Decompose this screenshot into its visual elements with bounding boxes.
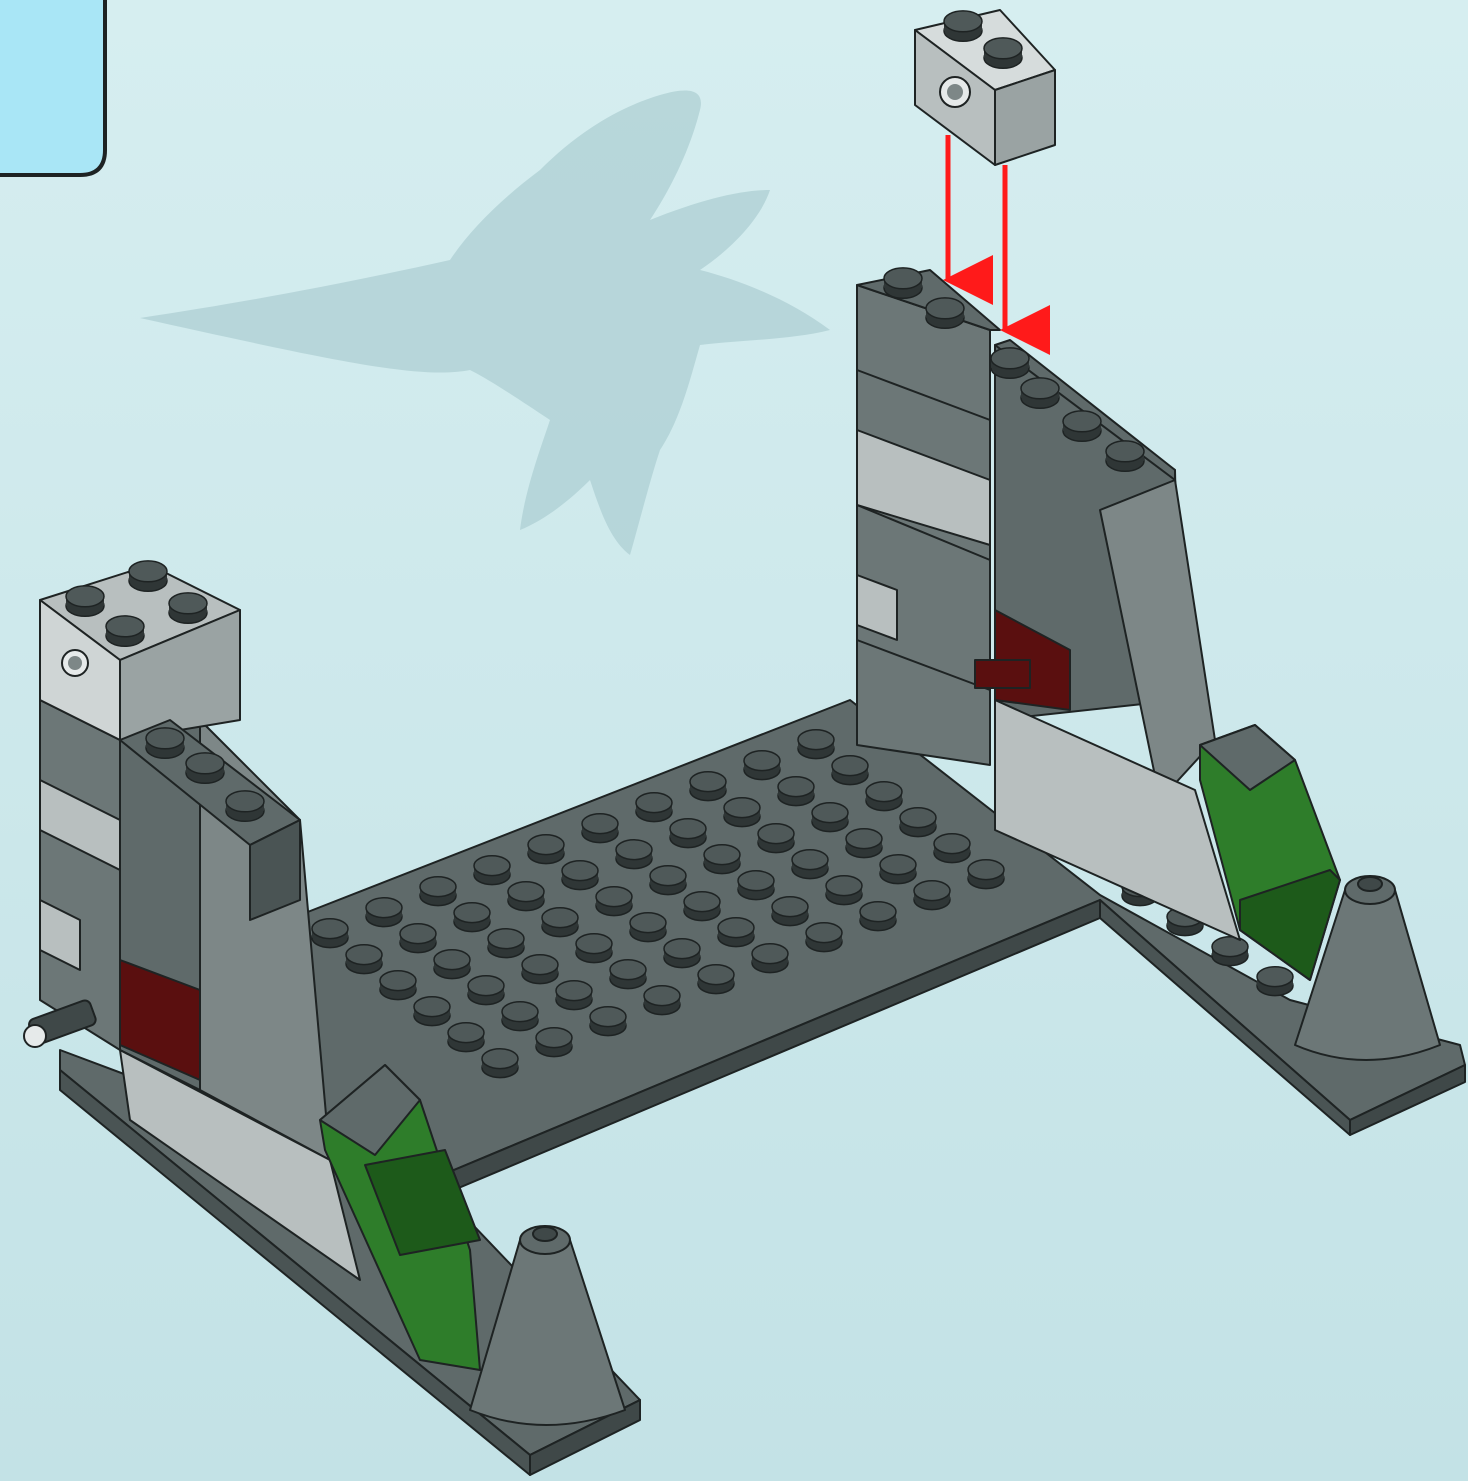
- stud: [616, 840, 652, 869]
- stud: [590, 1007, 626, 1036]
- stud: [752, 944, 788, 973]
- stud: [670, 819, 706, 848]
- stud: [900, 808, 936, 837]
- stud: [664, 939, 700, 968]
- stud: [106, 616, 144, 646]
- stud: [146, 728, 184, 758]
- stud: [738, 871, 774, 900]
- stud: [1063, 411, 1101, 441]
- stud: [934, 834, 970, 863]
- stud: [380, 971, 416, 1000]
- stud: [832, 756, 868, 785]
- stud: [1212, 937, 1248, 966]
- stud: [468, 976, 504, 1005]
- stud: [508, 882, 544, 911]
- stud: [650, 866, 686, 895]
- stud: [698, 965, 734, 994]
- stud: [1021, 378, 1059, 408]
- stud: [866, 782, 902, 811]
- stud: [846, 829, 882, 858]
- stud: [1257, 967, 1293, 996]
- stud: [420, 877, 456, 906]
- stud: [576, 934, 612, 963]
- stud: [169, 593, 207, 623]
- stud: [488, 929, 524, 958]
- stud: [610, 960, 646, 989]
- stud: [129, 561, 167, 591]
- stud: [884, 268, 922, 298]
- stud: [400, 924, 436, 953]
- stud: [582, 814, 618, 843]
- stud: [926, 298, 964, 328]
- stud: [434, 950, 470, 979]
- stud: [226, 791, 264, 821]
- stud: [914, 881, 950, 910]
- stud: [1106, 441, 1144, 471]
- stud: [366, 898, 402, 927]
- stud: [798, 730, 834, 759]
- stud: [880, 855, 916, 884]
- stud: [66, 586, 104, 616]
- stud: [718, 918, 754, 947]
- stud: [454, 903, 490, 932]
- stud: [556, 981, 592, 1010]
- stud: [542, 908, 578, 937]
- step-number-box: [0, 0, 105, 175]
- stud: [630, 913, 666, 942]
- stud: [474, 856, 510, 885]
- stud: [482, 1049, 518, 1078]
- stud: [690, 772, 726, 801]
- stud: [744, 751, 780, 780]
- stud: [984, 38, 1022, 68]
- stud: [644, 986, 680, 1015]
- stud: [448, 1023, 484, 1052]
- stud: [778, 777, 814, 806]
- stud: [772, 897, 808, 926]
- stud: [860, 902, 896, 931]
- stud: [636, 793, 672, 822]
- stud: [414, 997, 450, 1026]
- stud: [758, 824, 794, 853]
- stud: [346, 945, 382, 974]
- stud: [792, 850, 828, 879]
- stud: [522, 955, 558, 984]
- stud: [562, 861, 598, 890]
- stud: [991, 348, 1029, 378]
- stud: [596, 887, 632, 916]
- stud: [186, 753, 224, 783]
- stud: [968, 860, 1004, 889]
- stud: [944, 11, 982, 41]
- stud: [704, 845, 740, 874]
- stud: [536, 1028, 572, 1057]
- stud: [806, 923, 842, 952]
- stud: [528, 835, 564, 864]
- stud: [724, 798, 760, 827]
- stud: [502, 1002, 538, 1031]
- stud: [812, 803, 848, 832]
- stud: [312, 919, 348, 948]
- stud: [684, 892, 720, 921]
- stud: [826, 876, 862, 905]
